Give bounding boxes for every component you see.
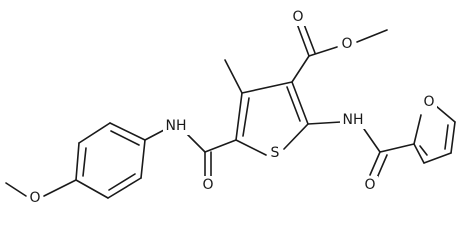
atom-nh-anilide: NH	[163, 117, 189, 135]
bond-furan-c4-c3	[423, 152, 452, 164]
svg-text:O: O	[423, 94, 434, 110]
svg-text:O: O	[292, 9, 303, 25]
bond-aryl-methoxy-o	[43, 179, 77, 197]
bond-carbonyl-furan	[379, 143, 415, 153]
svg-text:O: O	[341, 36, 352, 52]
bond-ester-c-o-single	[308, 46, 338, 57]
bond-aryl-2-3	[78, 122, 111, 144]
svg-text:NH: NH	[343, 112, 364, 128]
atom-methoxy-o: O	[27, 189, 43, 207]
svg-text:NH: NH	[166, 118, 187, 134]
bond-furan-c3-c2-b	[419, 145, 428, 156]
atom-anilide-o: O	[200, 176, 216, 194]
bond-furan-c5-c4-b	[444, 124, 449, 150]
molecule-canvas: O O S NH O O NH O O	[5, 8, 456, 207]
structure-drawing: O O S NH O O NH O O	[5, 8, 456, 207]
atom-furan-ring-o: O	[421, 93, 437, 111]
bond-furanamide-c-o-a	[369, 151, 381, 176]
atom-nh-furanamide: NH	[340, 111, 366, 129]
atom-thiophene-s: S	[267, 144, 283, 162]
bond-furan-c5-c4-a	[450, 121, 456, 154]
bond-aryl-1-2-inner	[110, 130, 140, 146]
bond-carbonyl-nh	[186, 133, 206, 153]
bond-ring-c3-c4	[241, 81, 293, 94]
bond-ring-s-c2	[283, 123, 309, 150]
bond-ester-o-methyl	[356, 29, 388, 43]
svg-text:S: S	[271, 145, 280, 161]
bond-ring-c2-c3-b	[286, 86, 301, 122]
bond-ring-c2-c3-a	[291, 81, 309, 125]
bond-c2-nh	[307, 121, 342, 125]
bond-aryl-6-1	[140, 139, 146, 179]
bond-methoxy-o-methyl	[5, 182, 27, 197]
svg-text:O: O	[364, 177, 375, 193]
bond-ring-methyl	[224, 59, 243, 94]
bond-furan-c3-c2-a	[413, 143, 425, 164]
bond-aryl-1-2	[109, 122, 146, 141]
atom-furanamide-o: O	[362, 176, 378, 194]
bond-c5-carbonyl	[204, 139, 237, 153]
bond-ring-c4-c5-b	[242, 97, 250, 137]
bond-aryl-5-6-inner	[108, 173, 136, 191]
bond-ring-c5-s	[235, 139, 267, 156]
bond-nh-aryl	[144, 129, 165, 141]
bond-furan-c2-o	[413, 114, 422, 145]
svg-text:O: O	[29, 190, 40, 206]
bond-aryl-5-6	[107, 177, 142, 199]
bond-ring-c4-c5-a	[235, 92, 243, 141]
bond-aryl-3-4-inner	[82, 147, 87, 177]
bond-aryl-3-4	[75, 142, 80, 181]
bond-furan-o-c5	[435, 105, 456, 123]
atom-ester-carbonyl-o: O	[290, 8, 306, 26]
bond-aryl-4-5	[75, 179, 109, 199]
bond-furanamide-c-o-b	[376, 154, 388, 179]
bond-ester-c-o-double-a	[295, 20, 310, 57]
bond-nh-carbonyl	[363, 128, 381, 153]
svg-text:O: O	[202, 177, 213, 193]
bond-ester-c-ring	[291, 55, 310, 83]
atom-ester-ether-o: O	[339, 35, 355, 53]
